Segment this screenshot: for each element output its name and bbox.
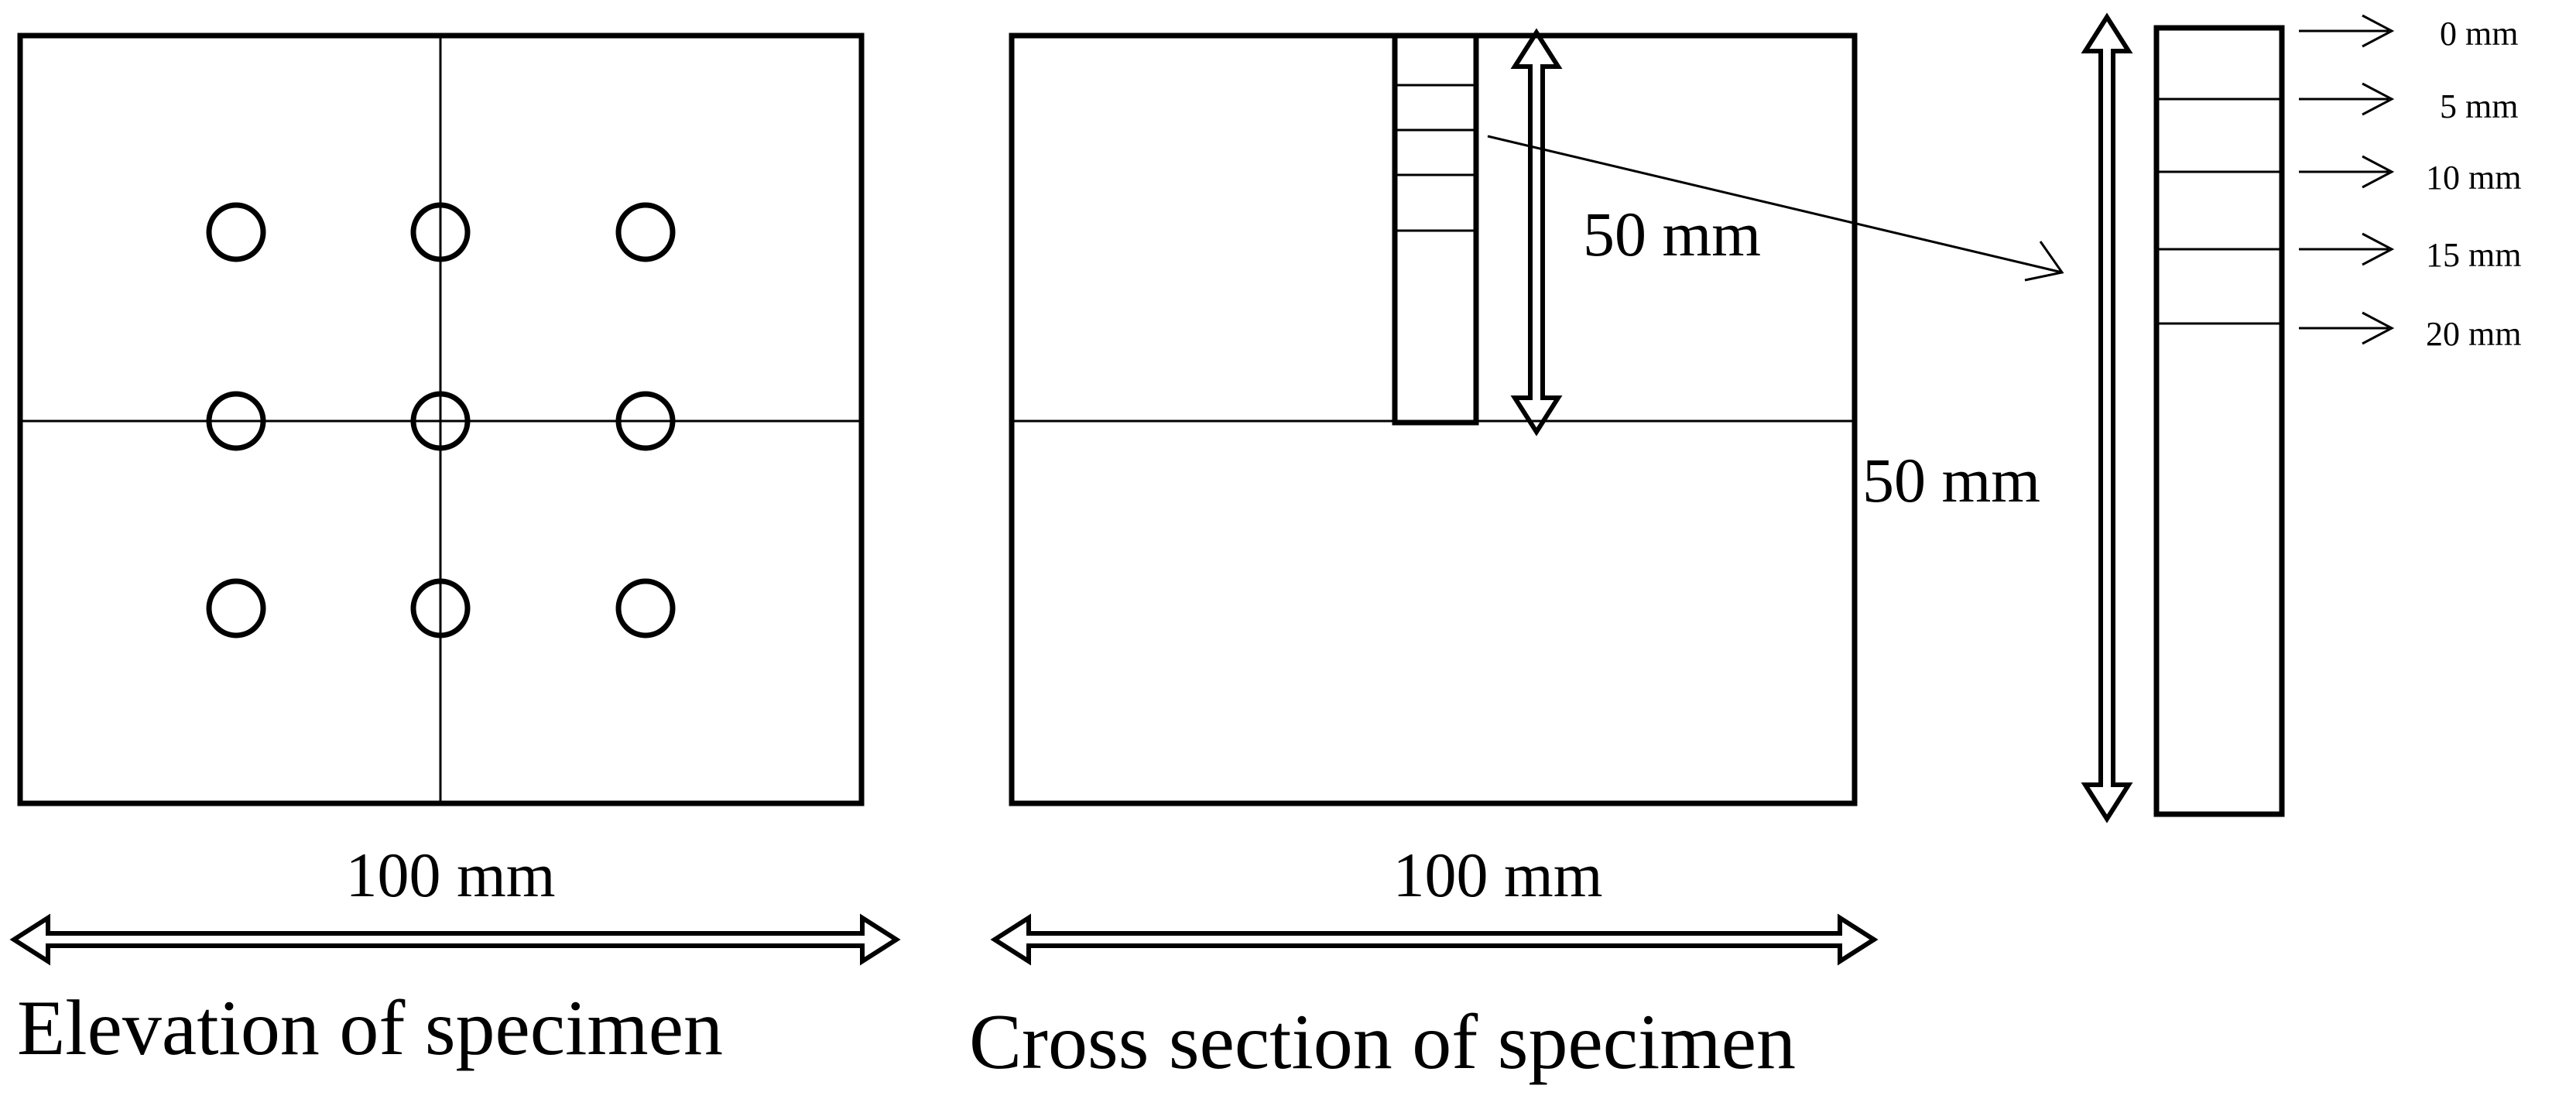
core-detail-view: 50 mm <box>1862 12 2521 823</box>
core-depth-label: 50 mm <box>1583 199 1761 269</box>
cross-section-width-label: 100 mm <box>1392 840 1602 910</box>
core-sample-section <box>1392 33 1479 426</box>
core-detail-outline <box>2153 25 2285 817</box>
core-sample-slice-lines <box>1395 84 1476 232</box>
depth-mark-pointers <box>2299 14 2395 345</box>
detail-pointer-arrow <box>1487 135 2064 282</box>
depth-mark-label: 5 mm <box>2440 87 2518 125</box>
elevation-caption: Elevation of specimen <box>17 984 723 1072</box>
core-location-marker <box>206 391 266 451</box>
depth-mark-label: 0 mm <box>2440 15 2518 53</box>
cross-section-outline <box>1009 33 1858 806</box>
cross-section-view: 50 mm 100 mm Cross section of specimen <box>969 28 2064 1086</box>
core-location-marker <box>410 391 471 451</box>
core-depth-arrow <box>1510 28 1563 437</box>
depth-mark-label: 10 mm <box>2426 159 2521 197</box>
depth-mark-arrow <box>2299 155 2395 189</box>
depth-mark-arrow <box>2299 232 2395 266</box>
depth-mark-arrow <box>2299 311 2395 345</box>
depth-mark-arrow <box>2299 82 2395 116</box>
core-location-marker <box>206 578 266 639</box>
core-location-marker <box>615 202 676 262</box>
core-detail-depth-arrow <box>2081 12 2133 823</box>
cross-section-width-arrow <box>990 913 1879 966</box>
core-location-marker <box>615 391 676 451</box>
depth-mark-arrow <box>2299 14 2395 48</box>
core-location-marker <box>410 202 471 262</box>
depth-mark-label: 15 mm <box>2426 236 2521 274</box>
core-detail-depth-label: 50 mm <box>1862 445 2040 515</box>
elevation-width-label: 100 mm <box>345 840 555 910</box>
depth-mark-label: 20 mm <box>2426 315 2521 353</box>
cross-section-caption: Cross section of specimen <box>969 998 1796 1086</box>
core-location-marker <box>410 578 471 639</box>
core-detail-slice-lines <box>2156 98 2282 325</box>
core-location-marker <box>615 578 676 639</box>
elevation-width-arrow <box>9 913 901 966</box>
core-location-marker <box>206 202 266 262</box>
depth-mark-labels: 0 mm 5 mm 10 mm 15 mm 20 mm <box>2426 15 2521 353</box>
core-locations <box>206 202 676 639</box>
elevation-view: 100 mm Elevation of specimen <box>9 33 901 1072</box>
